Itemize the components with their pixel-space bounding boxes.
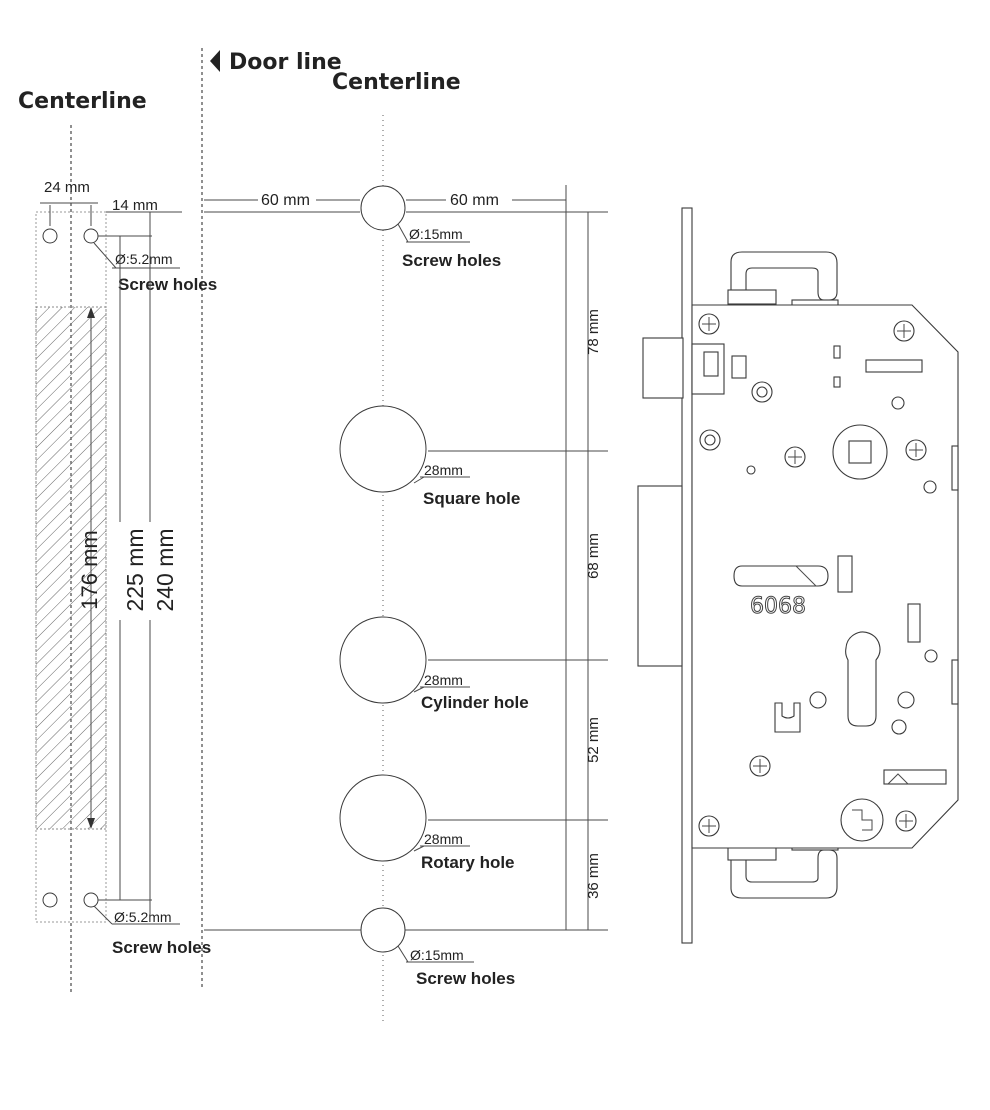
faceplate-screw-hole-br <box>83 892 99 908</box>
faceplate-screw-hole-tl <box>42 228 58 244</box>
door-line-label: Door line <box>229 50 342 75</box>
faceplate-screw-hole-bl <box>42 892 58 908</box>
right-distance-label: 60 mm <box>450 192 499 209</box>
slot-length-label: 176 mm <box>77 530 102 609</box>
arrow-left-icon <box>210 50 220 72</box>
latch-bolt <box>637 485 683 667</box>
centerline-left-label: Centerline <box>18 89 147 114</box>
total-length-label: 240 mm <box>152 528 178 611</box>
vdim-78: 78 mm <box>585 309 602 355</box>
vdim-52: 52 mm <box>585 717 602 763</box>
deadbolt <box>642 337 684 399</box>
faceplate-width-label: 24 mm <box>44 179 90 196</box>
door-line-heading: Door line <box>210 50 342 75</box>
rotary-hole-dia: 28mm <box>424 831 463 847</box>
screw-spacing-label: 225 mm <box>122 528 148 611</box>
square-hole <box>339 405 427 493</box>
faceplate-bottom-hole-dia: Ø:5.2mm <box>114 909 172 925</box>
vdim-36: 36 mm <box>585 853 602 899</box>
vdim-68: 68 mm <box>585 533 602 579</box>
rotary-hole <box>339 774 427 862</box>
bottom-screw-hole <box>360 907 406 953</box>
faceplate-bottom-hole-label: Screw holes <box>112 938 211 957</box>
euro-cylinder-cutout <box>845 631 881 727</box>
square-hole-label: Square hole <box>423 489 520 508</box>
cylinder-hole-dia: 28mm <box>424 672 463 688</box>
bottom-screw-label: Screw holes <box>416 969 515 988</box>
centerline-mid-label: Centerline <box>332 70 461 95</box>
faceplate-offset-label: 14 mm <box>112 197 158 214</box>
faceplate-screw-hole-tr <box>83 228 99 244</box>
lock-faceplate <box>681 207 693 944</box>
faceplate-slot <box>35 306 107 830</box>
top-screw-label: Screw holes <box>402 251 501 270</box>
cylinder-hole <box>339 616 427 704</box>
faceplate-top-hole-dia: Ø:5.2mm <box>115 251 173 267</box>
top-screw-hole <box>360 185 406 231</box>
left-distance-label: 60 mm <box>261 192 310 209</box>
square-hole-dia: 28mm <box>424 462 463 478</box>
lock-screws <box>698 313 927 837</box>
lock-model-number: 6068 <box>750 594 806 619</box>
door-cutout: 60 mm 60 mm 78 mm 68 mm 52 mm 36 mm Ø:15… <box>204 185 608 988</box>
faceplate: 24 mm 14 mm Ø:5.2mm Screw holes Ø:5.2mm … <box>35 179 217 957</box>
mortise-lock-body: 6068 <box>637 207 959 944</box>
rotary-hole-label: Rotary hole <box>421 853 515 872</box>
cylinder-hole-label: Cylinder hole <box>421 693 529 712</box>
bottom-screw-dia: Ø:15mm <box>410 947 464 963</box>
top-screw-dia: Ø:15mm <box>409 226 463 242</box>
faceplate-top-hole-label: Screw holes <box>118 275 217 294</box>
